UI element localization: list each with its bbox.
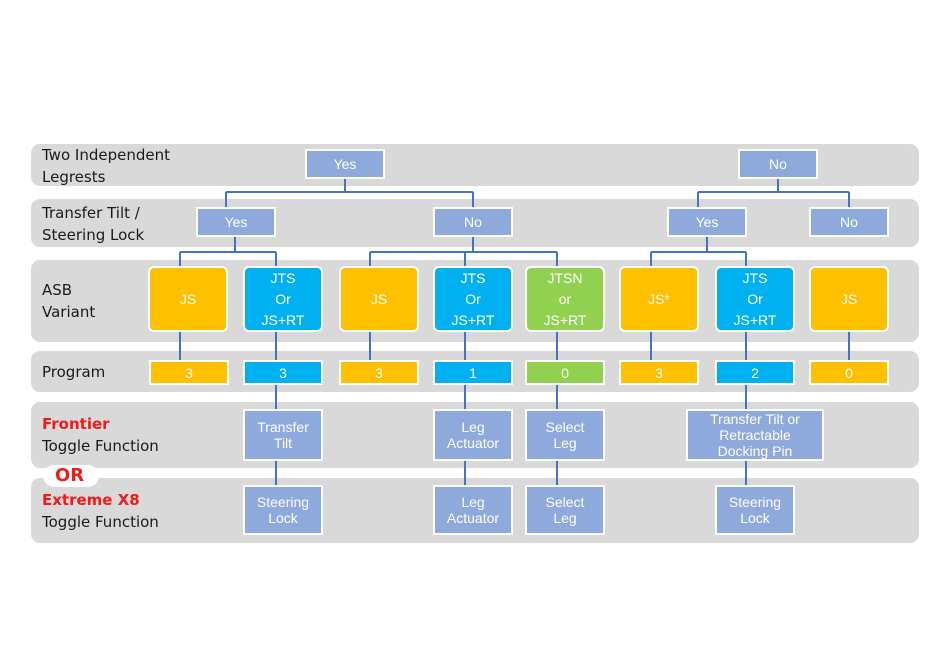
row-label-frontier: Frontier Toggle Function <box>42 413 159 457</box>
variant-text: JTS <box>742 269 768 286</box>
row-label-line: Steering Lock <box>42 226 145 244</box>
variant-node-8: JS <box>809 266 889 332</box>
connector-variant-program <box>179 332 850 360</box>
frontier-toggle-node-2: Transfer Tilt <box>243 409 323 461</box>
connector-toggle-toggle <box>275 460 747 486</box>
variant-text: JS <box>840 290 858 307</box>
variant-text: JS+RT <box>543 311 587 328</box>
toggle-text: Tilt <box>273 435 293 451</box>
variant-text: Or <box>465 290 481 307</box>
row-label-line: Transfer Tilt / <box>42 204 140 222</box>
connector-tilt-yes-1 <box>179 237 277 266</box>
toggle-text: Select <box>545 494 585 510</box>
variant-text: JS+RT <box>733 311 777 328</box>
connector-legrests-no <box>697 178 850 209</box>
variant-node-3: JS <box>339 266 419 332</box>
tilt-yes-node-2: Yes <box>667 207 747 237</box>
variant-text: JTS <box>460 269 486 286</box>
toggle-text: Transfer <box>257 419 309 435</box>
variant-text: JS+RT <box>451 311 495 328</box>
toggle-text: Actuator <box>446 510 500 526</box>
toggle-text: Lock <box>268 510 298 526</box>
variant-text: or <box>558 290 572 307</box>
brand-extreme-x8: Extreme X8 <box>42 491 140 509</box>
program-node-3: 3 <box>339 360 419 385</box>
row-label-line: Two Independent <box>42 146 170 164</box>
program-node-7: 2 <box>715 360 795 385</box>
x8-toggle-label: Toggle Function <box>42 513 159 531</box>
x8-toggle-node-5: Select Leg <box>525 485 605 535</box>
program-node-6: 3 <box>619 360 699 385</box>
row-label-legrests: Two Independent Legrests <box>42 144 170 188</box>
toggle-text: Steering <box>256 494 310 510</box>
row-label-line: Legrests <box>42 168 106 186</box>
program-node-5: 0 <box>525 360 605 385</box>
toggle-text: Retractable <box>719 427 791 443</box>
connector-tilt-yes-2 <box>650 237 747 266</box>
variant-text: JTSN <box>547 269 583 286</box>
legrests-yes-node: Yes <box>305 149 385 179</box>
toggle-text: Transfer Tilt or <box>710 411 800 427</box>
x8-toggle-node-4: Leg Actuator <box>433 485 513 535</box>
variant-node-4: JTS Or JS+RT <box>433 266 513 332</box>
tilt-yes-node-1: Yes <box>196 207 276 237</box>
variant-node-5: JTSN or JS+RT <box>525 266 605 332</box>
connector-program-toggle <box>275 385 747 410</box>
frontier-toggle-node-5: Select Leg <box>525 409 605 461</box>
row-label-x8: Extreme X8 Toggle Function <box>42 489 159 533</box>
toggle-text: Leg <box>553 435 577 451</box>
variant-text: Or <box>747 290 763 307</box>
frontier-toggle-node-4: Leg Actuator <box>433 409 513 461</box>
frontier-toggle-label: Toggle Function <box>42 437 159 455</box>
tilt-no-node-2: No <box>809 207 889 237</box>
row-label-tilt: Transfer Tilt / Steering Lock <box>42 202 144 246</box>
toggle-text: Leg <box>461 419 485 435</box>
variant-text: JS <box>370 290 388 307</box>
or-label: OR <box>43 465 99 487</box>
variant-text: Or <box>275 290 291 307</box>
toggle-text: Docking Pin <box>717 443 793 459</box>
row-label-program: Program <box>42 363 106 381</box>
variant-node-6: JS* <box>619 266 699 332</box>
program-node-1: 3 <box>149 360 229 385</box>
program-node-8: 0 <box>809 360 889 385</box>
toggle-text: Actuator <box>446 435 500 451</box>
variant-text: JS* <box>648 290 670 307</box>
frontier-toggle-node-7: Transfer Tilt or Retractable Docking Pin <box>686 409 824 461</box>
tilt-no-node-1: No <box>433 207 513 237</box>
variant-text: JS <box>179 290 197 307</box>
connector-tilt-no-1 <box>369 237 558 266</box>
toggle-text: Steering <box>728 494 782 510</box>
x8-toggle-node-7: Steering Lock <box>715 485 795 535</box>
toggle-text: Leg <box>461 494 485 510</box>
row-label-line: Variant <box>42 303 96 321</box>
brand-frontier: Frontier <box>42 415 110 433</box>
legrests-no-node: No <box>738 149 818 179</box>
variant-node-2: JTS Or JS+RT <box>243 266 323 332</box>
row-label-asb: ASB Variant <box>42 279 95 323</box>
variant-text: JS+RT <box>261 311 305 328</box>
variant-node-1: JS <box>148 266 228 332</box>
program-node-4: 1 <box>433 360 513 385</box>
program-node-2: 3 <box>243 360 323 385</box>
row-label-line: ASB <box>42 281 73 299</box>
x8-toggle-node-2: Steering Lock <box>243 485 323 535</box>
toggle-text: Lock <box>740 510 770 526</box>
toggle-text: Leg <box>553 510 577 526</box>
toggle-text: Select <box>545 419 585 435</box>
variant-node-7: JTS Or JS+RT <box>715 266 795 332</box>
variant-text: JTS <box>270 269 296 286</box>
connector-legrests-yes <box>225 178 474 209</box>
